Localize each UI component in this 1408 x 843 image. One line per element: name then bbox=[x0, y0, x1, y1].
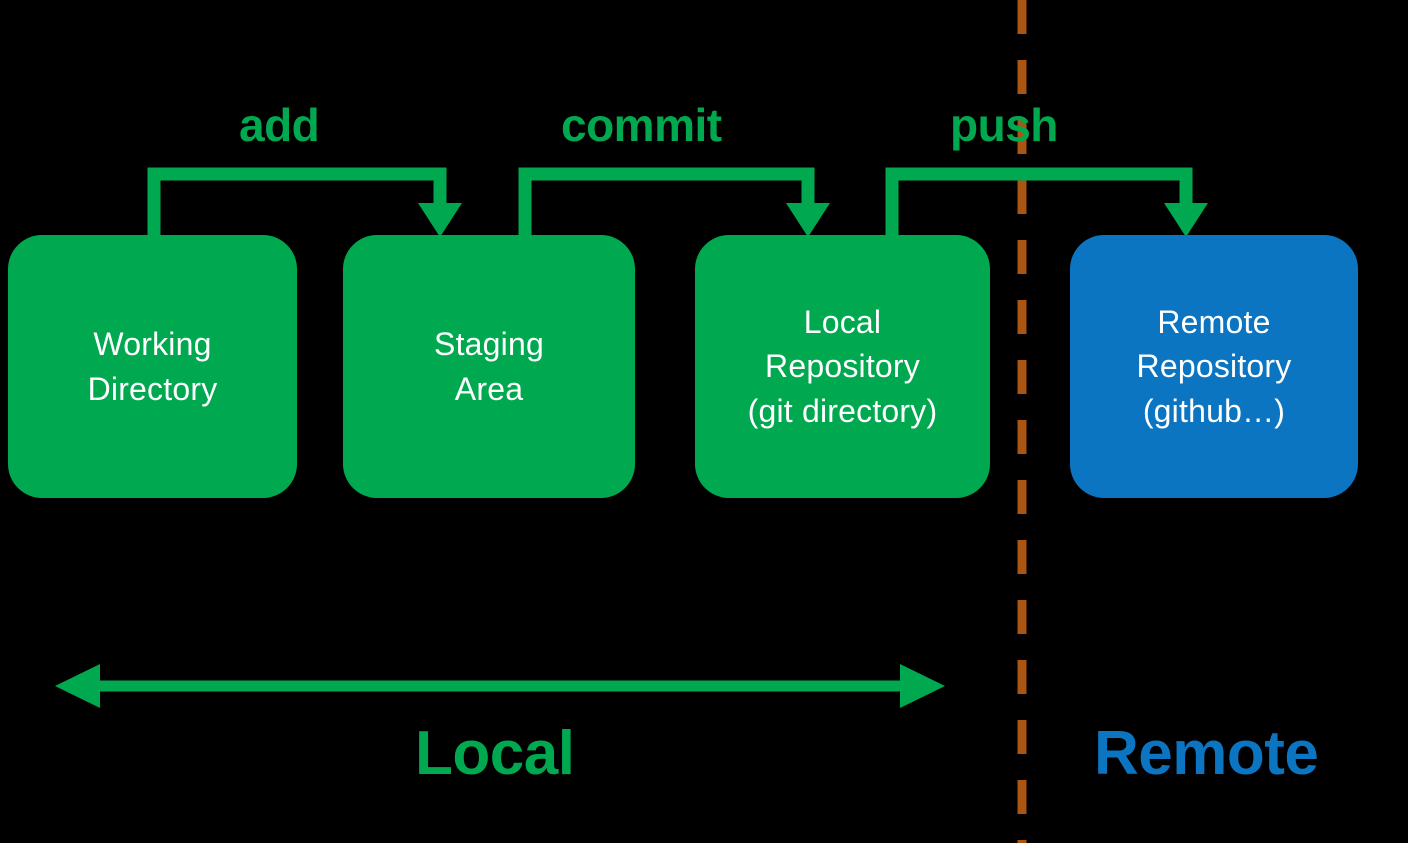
commit-arrow bbox=[518, 167, 830, 237]
zone-label-remote: Remote bbox=[1094, 719, 1319, 788]
node-local-repository[interactable]: Local Repository (git directory) bbox=[695, 235, 990, 498]
node-working-directory-label: Working Directory bbox=[87, 326, 218, 407]
add-arrow bbox=[147, 167, 462, 237]
push-arrow bbox=[885, 167, 1208, 237]
operation-label-push: push bbox=[950, 99, 1058, 151]
node-staging-area-label: Staging Area bbox=[434, 326, 544, 407]
operation-label-commit: commit bbox=[561, 99, 722, 151]
node-remote-repository[interactable]: Remote Repository (github…) bbox=[1070, 235, 1358, 498]
node-staging-area[interactable]: Staging Area bbox=[343, 235, 635, 498]
zone-label-local: Local bbox=[415, 719, 575, 788]
operation-label-add: add bbox=[239, 99, 320, 151]
local-span-arrow bbox=[55, 664, 945, 708]
node-local-repository-label: Local Repository (git directory) bbox=[747, 304, 938, 429]
node-working-directory[interactable]: Working Directory bbox=[8, 235, 297, 498]
node-remote-repository-label: Remote Repository (github…) bbox=[1136, 304, 1292, 429]
